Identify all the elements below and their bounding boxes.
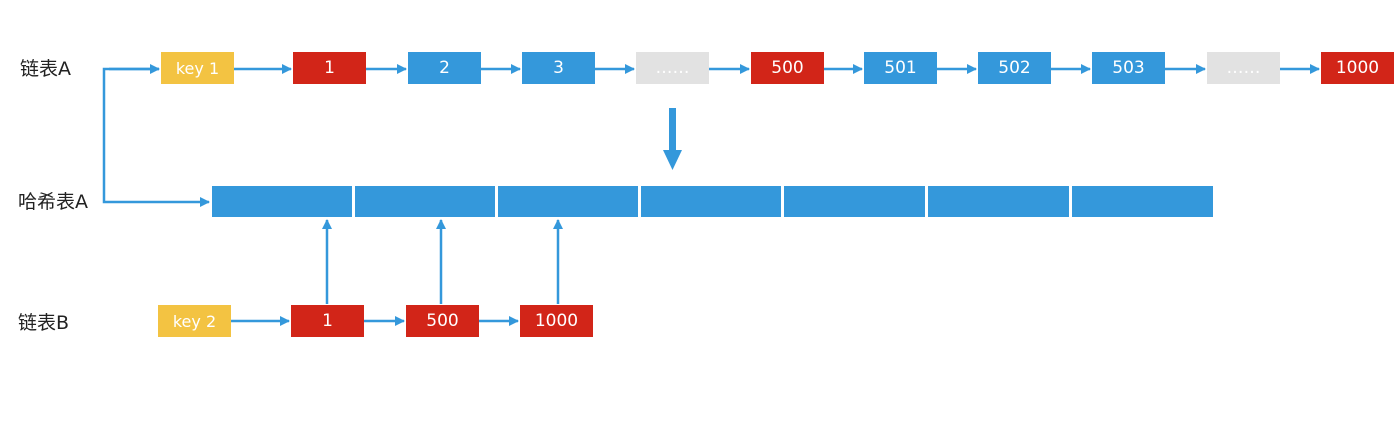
down-arrow-icon (663, 108, 682, 170)
list-a-node: …… (636, 52, 709, 84)
list-a-label: 链表A (20, 58, 71, 80)
list-a-node: 2 (408, 52, 481, 84)
list-a-node: 500 (751, 52, 824, 84)
hash-slot (1072, 186, 1213, 217)
list-a-node: …… (1207, 52, 1280, 84)
list-b-node: 1 (291, 305, 364, 337)
list-b-label: 链表B (18, 312, 70, 334)
hash-slot (355, 186, 495, 217)
list-a-node: 1000 (1321, 52, 1394, 84)
hash-a-label: 哈希表A (18, 191, 88, 213)
list-a-node: 503 (1092, 52, 1165, 84)
list-b-key-node: key 2 (158, 305, 231, 337)
list-b-node: 500 (406, 305, 479, 337)
list-a-node: 501 (864, 52, 937, 84)
hash-slot (212, 186, 352, 217)
hash-slot (928, 186, 1069, 217)
hash-slot (641, 186, 781, 217)
list-a-node: 1 (293, 52, 366, 84)
list-b-node: 1000 (520, 305, 593, 337)
hash-slot (784, 186, 925, 217)
list-a-node: 3 (522, 52, 595, 84)
arrow-list-to-hash (102, 67, 210, 207)
hash-slot (498, 186, 638, 217)
list-a-node: 502 (978, 52, 1051, 84)
list-a-key-node: key 1 (161, 52, 234, 84)
